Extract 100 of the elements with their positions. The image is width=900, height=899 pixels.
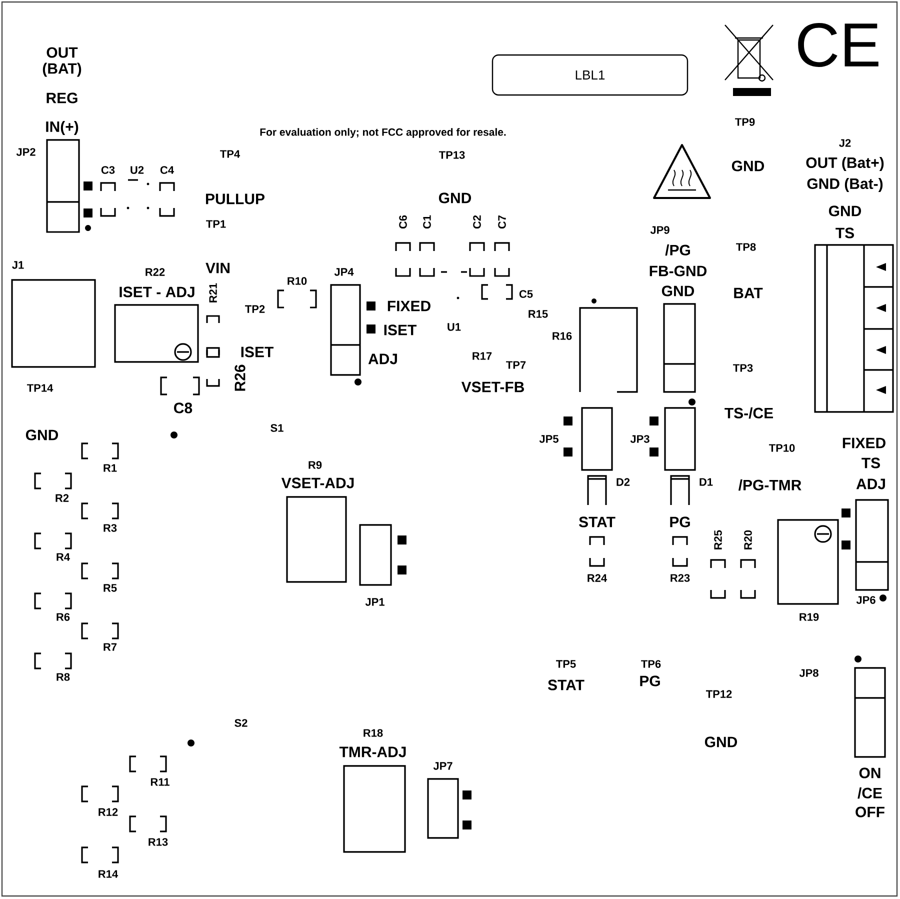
silkscreen-label: BAT: [734, 288, 763, 298]
silkscreen-label: VSET-FB: [461, 382, 524, 392]
silkscreen-label: GND: [26, 430, 58, 440]
silkscreen-label: OUT (Bat+): [806, 157, 884, 171]
silkscreen-label: U1: [448, 323, 461, 331]
silkscreen-label: ON: [859, 768, 880, 778]
silkscreen-label: R20: [744, 530, 752, 550]
silkscreen-label: TP8: [736, 243, 756, 251]
silkscreen-label: /PG: [665, 244, 690, 256]
silkscreen-label: TP14: [26, 384, 54, 392]
silkscreen-label: TP4: [220, 150, 240, 158]
silkscreen-label: TP1: [206, 220, 226, 228]
silkscreen-label: C2: [473, 215, 481, 229]
silkscreen-label: TP10: [768, 444, 795, 452]
silkscreen-label: VIN: [206, 262, 230, 274]
silkscreen-label: R24: [588, 574, 608, 582]
silkscreen-label: J1: [12, 261, 24, 269]
silkscreen-label: U2: [130, 166, 144, 174]
silkscreen-label: R16: [552, 332, 572, 340]
silkscreen-label: JP5: [539, 435, 558, 443]
silkscreen-label: R10: [288, 277, 307, 285]
silkscreen-label: FIXED: [842, 438, 886, 448]
silkscreen-label: TP3: [733, 364, 753, 372]
silkscreen-label: R15: [528, 310, 548, 318]
silkscreen-label: R9: [308, 461, 322, 469]
silkscreen-label: TP9: [735, 118, 755, 126]
label-box: LBL1: [492, 54, 688, 96]
silkscreen-label: C1: [423, 215, 431, 229]
silkscreen-label: JP3: [630, 435, 650, 443]
silkscreen-label: TMR-ADJ: [339, 746, 406, 758]
silkscreen-label: R4: [56, 553, 70, 561]
silkscreen-label: JP7: [433, 762, 452, 770]
silkscreen-label: R1: [104, 464, 117, 472]
silkscreen-label: TS-/CE: [724, 407, 773, 419]
silkscreen-label: JP9: [650, 226, 670, 234]
silkscreen-label: D1: [700, 478, 713, 486]
silkscreen-label: TP2: [245, 305, 265, 313]
silkscreen-label: JP8: [799, 669, 818, 677]
silkscreen-label: R11: [150, 778, 170, 786]
silkscreen-label: ISET: [384, 324, 417, 336]
silkscreen-label: J2: [839, 139, 851, 147]
silkscreen-label: C7: [498, 215, 506, 229]
silkscreen-label: S1: [270, 424, 284, 432]
silkscreen-label: R6: [56, 613, 70, 621]
silkscreen-label: GND: [438, 192, 472, 204]
silkscreen-label: STAT: [548, 680, 584, 690]
silkscreen-label: FIXED: [388, 300, 430, 312]
silkscreen-label: TP6: [641, 660, 661, 668]
silkscreen-label: REG: [46, 92, 78, 104]
silkscreen-label: VSET-ADJ: [281, 478, 354, 488]
silkscreen-label: S2: [234, 719, 248, 727]
silkscreen-label: JP1: [365, 598, 384, 606]
silkscreen-label: JP4: [334, 268, 354, 276]
silkscreen-label: R12: [98, 808, 118, 816]
silkscreen-label: TP5: [556, 660, 576, 668]
silkscreen-label: OUT (BAT): [42, 47, 82, 77]
silkscreen-label: TP13: [438, 151, 465, 159]
silkscreen-label: GND: [704, 736, 738, 748]
silkscreen-label: For evaluation only; not FCC approved for resale.: [260, 128, 506, 138]
silkscreen-label: JP2: [16, 148, 36, 156]
silkscreen-label: R3: [104, 524, 117, 532]
silkscreen-label: GND: [828, 206, 862, 216]
silkscreen-label: TP12: [706, 690, 732, 698]
silkscreen-label: ADJ: [368, 354, 397, 364]
silkscreen-label: STAT: [578, 516, 616, 528]
silkscreen-label: C6: [399, 215, 407, 229]
silkscreen-label: TS: [836, 228, 854, 238]
silkscreen-label: TS: [862, 458, 880, 468]
silkscreen-label: C4: [160, 166, 174, 174]
silkscreen-label: GND (Bat-): [807, 178, 883, 192]
silkscreen-label: PG: [670, 516, 690, 528]
silkscreen-label: R17: [472, 352, 492, 360]
silkscreen-label: FB-GND: [650, 266, 707, 276]
silkscreen-label: R5: [104, 584, 117, 592]
silkscreen-label: D2: [616, 478, 630, 486]
silkscreen-label: PULLUP: [206, 194, 264, 204]
silkscreen-label: IN(+): [46, 121, 78, 135]
silkscreen-label: R14: [98, 870, 118, 878]
ce-mark: CE: [798, 23, 878, 67]
silkscreen-label: R2: [56, 494, 69, 502]
silkscreen-label: R13: [148, 838, 168, 846]
silkscreen-label: C5: [519, 290, 533, 298]
silkscreen-label: /PG-TMR: [738, 479, 802, 491]
silkscreen-label: GND: [732, 160, 764, 172]
silkscreen-label: R8: [56, 673, 70, 681]
silkscreen-label: R18: [364, 729, 383, 737]
silkscreen-label: R21: [209, 283, 217, 302]
silkscreen-label: OFF: [856, 806, 884, 818]
silkscreen-label: R23: [670, 574, 690, 582]
silkscreen-label: C8: [174, 402, 192, 414]
silkscreen-label: JP6: [856, 596, 876, 604]
silkscreen-label: GND: [662, 286, 694, 296]
silkscreen-label: C3: [101, 166, 115, 174]
silkscreen-label: R26: [234, 364, 246, 391]
silkscreen-label: TP7: [506, 361, 526, 369]
silkscreen-label: ISET: [241, 346, 274, 358]
silkscreen-label: ADJ: [856, 478, 885, 490]
silkscreen-label: R22: [146, 268, 165, 276]
silkscreen-label: R7: [104, 643, 117, 651]
silkscreen-label: ISET - ADJ: [120, 286, 194, 298]
